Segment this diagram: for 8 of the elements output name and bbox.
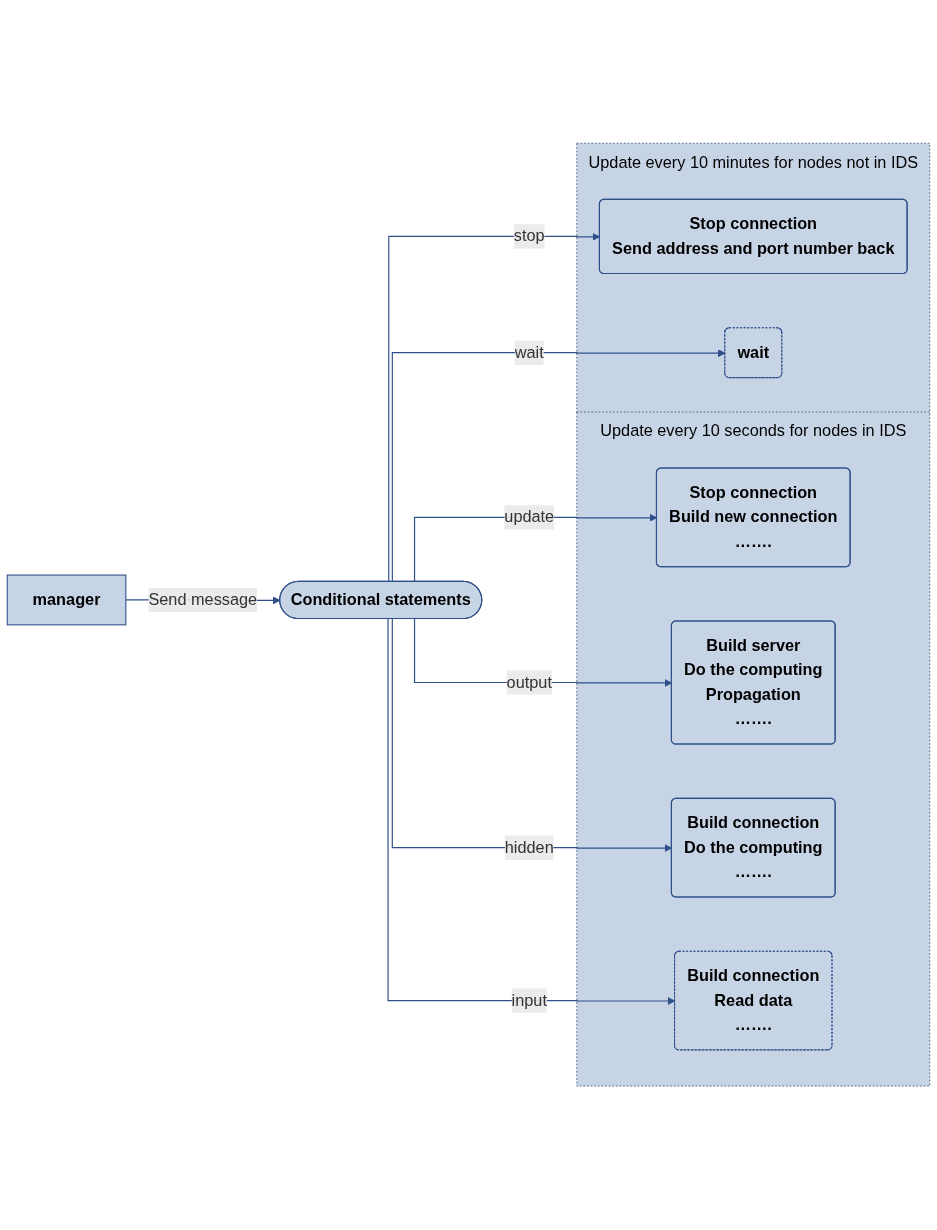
edge-label: Send message bbox=[148, 590, 258, 609]
edge-label: update bbox=[504, 508, 555, 527]
edge-label: stop bbox=[513, 227, 545, 246]
edge-label: output bbox=[506, 673, 552, 692]
edge-label: hidden bbox=[504, 838, 554, 857]
node-box: manager bbox=[6, 574, 127, 626]
edge-label: wait bbox=[514, 343, 544, 362]
edge-label: input bbox=[511, 991, 547, 1010]
